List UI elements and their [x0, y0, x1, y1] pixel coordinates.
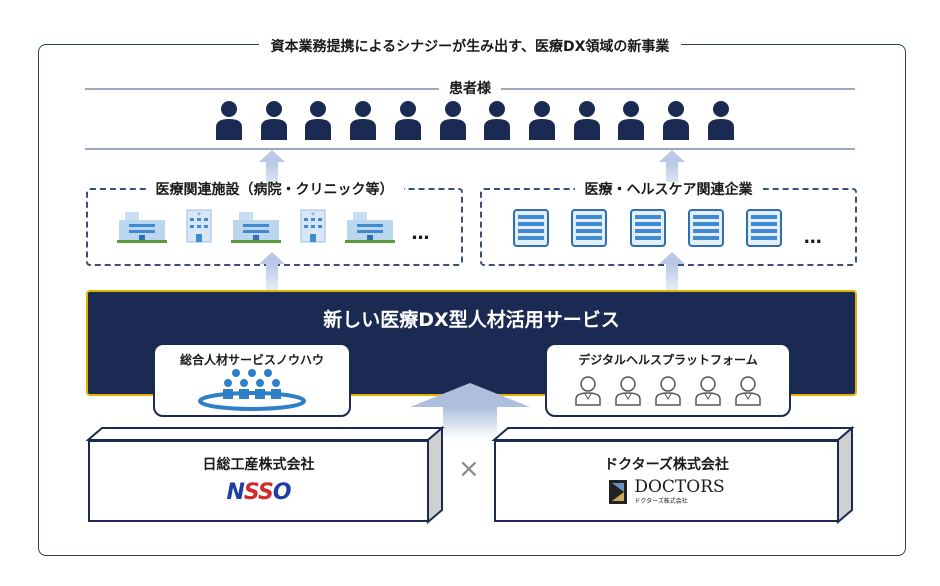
office-building-icon — [513, 209, 550, 247]
person-icon — [305, 101, 332, 140]
doctor-icon — [735, 376, 761, 406]
service-title: 新しい医療DX型人材活用サービス — [323, 309, 620, 331]
doctors-company-box: ドクターズ株式会社 DOCTORS ドクターズ株式会社 — [494, 440, 839, 522]
medical-facilities-box: 医療関連施設（病院・クリニック等） + + … — [86, 182, 463, 266]
big-up-arrow-icon — [410, 383, 530, 439]
ellipsis: … — [803, 227, 825, 248]
doctor-icon — [655, 376, 681, 406]
office-building-icon — [629, 209, 666, 247]
person-icon — [439, 101, 466, 140]
up-arrow-icon — [659, 252, 685, 290]
svg-text:+: + — [310, 211, 315, 218]
office-building-icon — [746, 209, 783, 247]
person-icon — [350, 101, 377, 140]
patients-label: 患者様 — [0, 78, 940, 98]
person-icon — [663, 101, 690, 140]
hr-knowhow-box: 総合人材サービスノウハウ — [153, 343, 351, 417]
person-icon — [216, 101, 242, 140]
times-symbol: × — [458, 454, 480, 484]
doctor-icon — [695, 376, 721, 406]
person-icon — [707, 101, 734, 140]
doctor-icon — [615, 376, 641, 406]
person-icon — [260, 101, 287, 140]
doctors-logo: DOCTORS ドクターズ株式会社 — [496, 478, 837, 505]
person-icon — [573, 101, 600, 140]
office-building-icon — [688, 209, 725, 247]
healthcare-companies-label: 医療・ヘルスケア関連企業 — [482, 179, 855, 199]
doctor-icon — [575, 376, 601, 406]
doctors-name: ドクターズ株式会社 — [604, 457, 729, 473]
person-icon — [394, 101, 421, 140]
office-building-icon — [571, 209, 608, 247]
hospital-icon — [116, 212, 167, 243]
ellipsis: … — [411, 223, 433, 244]
doctors-logo-mark — [609, 479, 628, 504]
divider — [85, 148, 855, 150]
diagram-title: 資本業務提携によるシナジーが生み出す、医療DX領域の新事業 — [0, 36, 940, 56]
up-arrow-icon — [259, 150, 285, 188]
team-icon — [198, 369, 306, 411]
nisso-name: 日総工産株式会社 — [202, 457, 315, 473]
nisso-company-box: 日総工産株式会社 NSSO — [88, 440, 429, 522]
person-icon — [618, 101, 645, 140]
up-arrow-icon — [259, 252, 285, 290]
hr-knowhow-label: 総合人材サービスノウハウ — [179, 353, 324, 367]
patient-icons — [215, 100, 735, 140]
hospital-icon — [344, 212, 395, 243]
hospital-icon — [230, 212, 281, 243]
person-icon — [484, 101, 511, 140]
person-icon — [529, 101, 556, 140]
nisso-logo: NSSO — [226, 480, 291, 505]
clinic-icon: + — [186, 209, 211, 243]
clinic-icon: + — [300, 209, 325, 243]
medical-facilities-label: 医療関連施設（病院・クリニック等） — [88, 179, 461, 199]
svg-text:+: + — [196, 211, 201, 218]
digital-platform-label: デジタルヘルスプラットフォーム — [578, 353, 758, 367]
up-arrow-icon — [659, 150, 685, 188]
block-3d — [86, 426, 445, 525]
digital-platform-box: デジタルヘルスプラットフォーム — [545, 343, 791, 417]
